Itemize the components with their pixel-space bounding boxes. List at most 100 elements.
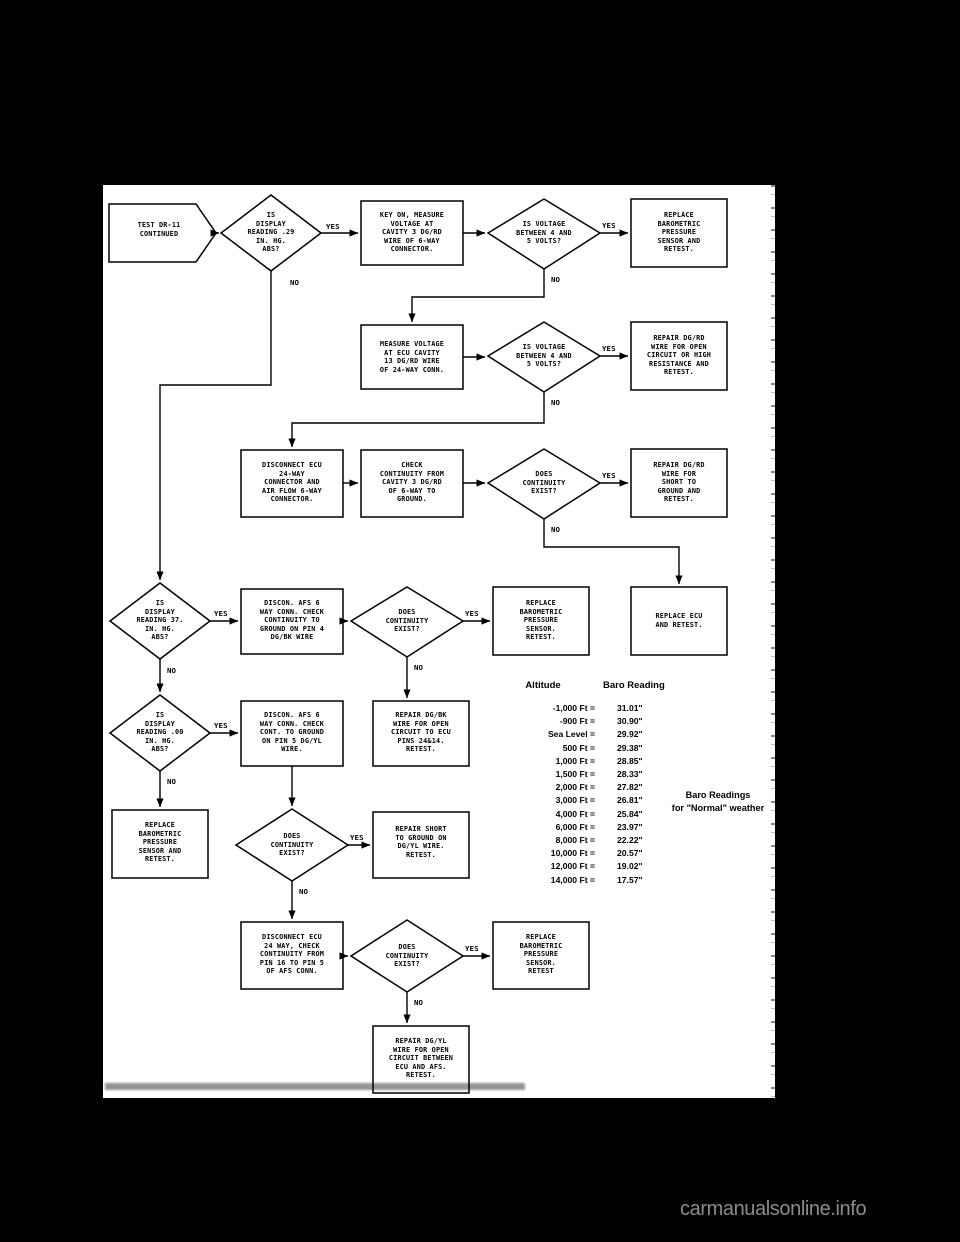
scanned-page: TEST DR-11 CONTINUED IS DISPLAY READING …	[103, 185, 775, 1098]
node-r9	[492, 921, 590, 990]
edge-label-no: NO	[414, 663, 424, 672]
edge-label-no: NO	[167, 777, 177, 786]
node-r2-label: REPAIR DG/RD WIRE FOR OPEN CIRCUIT OR HI…	[646, 333, 712, 377]
node-r5-label: REPLACE ECU AND RETEST.	[655, 611, 703, 629]
baro-table-row: 500 Ft = 29.38"	[491, 742, 741, 755]
node-p6	[240, 700, 344, 767]
flow-connectors	[156, 229, 683, 1024]
node-d4-label: DOES CONTINUITY EXIST?	[522, 469, 566, 496]
baro-table-row: 12,000 Ft = 19.02"	[491, 860, 741, 873]
baro-table-row: -900 Ft = 30.90"	[491, 715, 741, 728]
node-r3-label: REPAIR DG/RD WIRE FOR SHORT TO GROUND AN…	[653, 460, 705, 504]
edge-label-yes: YES	[602, 221, 616, 230]
edge-label-no: NO	[290, 278, 300, 287]
baro-cell-reading: 28.85"	[617, 755, 643, 766]
edge-label-no: NO	[551, 525, 561, 534]
baro-table-row: 6,000 Ft = 23.97"	[491, 821, 741, 834]
baro-header-reading: Baro Reading	[603, 680, 665, 691]
baro-cell-altitude: 500 Ft =	[562, 742, 595, 753]
node-r6	[372, 700, 470, 767]
baro-table-row: 1,000 Ft = 28.85"	[491, 755, 741, 768]
baro-table-body: -1,000 Ft =31.01"-900 Ft =30.90"Sea Leve…	[491, 702, 741, 887]
node-p3	[240, 449, 344, 518]
scan-artifact-right-edge	[771, 185, 775, 1098]
baro-cell-reading: 26.81"	[617, 795, 643, 806]
baro-cell-reading: 17.57"	[617, 874, 643, 885]
node-d5-label: IS DISPLAY READING 37. IN. HG. ABS?	[136, 598, 184, 642]
scan-artifact-bottom	[105, 1083, 525, 1090]
node-r4-label: REPLACE BAROMETRIC PRESSURE SENSOR. RETE…	[519, 598, 563, 642]
baro-note-line1: Baro Readings	[685, 790, 751, 800]
node-p2-label: MEASURE VOLTAGE AT ECU CAVITY 13 DG/RD W…	[379, 339, 445, 374]
baro-cell-reading: 29.38"	[617, 742, 643, 753]
baro-cell-reading: 27.82"	[617, 782, 643, 793]
baro-table-row: 8,000 Ft =22.22"	[491, 834, 741, 847]
baro-note: Baro Readings for "Normal" weather	[653, 789, 783, 814]
baro-cell-reading: 25.84"	[617, 808, 643, 819]
node-p4-label: CHECK CONTINUITY FROM CAVITY 3 DG/RD OF …	[379, 460, 445, 504]
baro-table-row: Sea Level =29.92"	[491, 728, 741, 741]
baro-cell-reading: 30.90"	[617, 716, 643, 727]
node-p6-label: DISCON. AFS 6 WAY CONN. CHECK CONT. TO G…	[259, 710, 325, 754]
edge-label-no: NO	[551, 398, 561, 407]
baro-cell-altitude: 3,000 Ft =	[555, 795, 595, 806]
baro-cell-altitude: 6,000 Ft =	[555, 821, 595, 832]
baro-header-altitude: Altitude	[525, 680, 561, 691]
node-start-label: TEST DR-11 CONTINUED	[137, 220, 181, 238]
baro-table-row: 1,500 Ft = 28.33"	[491, 768, 741, 781]
baro-cell-altitude: 1,000 Ft =	[555, 755, 595, 766]
node-d7-label: IS DISPLAY READING .00 IN. HG. ABS?	[136, 710, 184, 754]
baro-cell-altitude: 14,000 Ft =	[550, 874, 595, 885]
node-r6-label: REPAIR DG/BK WIRE FOR OPEN CIRCUIT TO EC…	[391, 710, 451, 754]
edge-label-yes: YES	[214, 609, 228, 618]
node-r10-label: REPAIR DG/YL WIRE FOR OPEN CIRCUIT BETWE…	[388, 1036, 454, 1080]
node-d8-label: DOES CONTINUITY EXIST?	[270, 831, 314, 858]
node-p7	[240, 921, 344, 990]
node-p4	[360, 449, 464, 518]
node-p7-label: DISCONNECT ECU 24 WAY, CHECK CONTINUITY …	[259, 932, 325, 976]
baro-cell-altitude: -1,000 Ft =	[552, 703, 595, 713]
baro-cell-reading: 20.57"	[617, 848, 643, 859]
edge-label-yes: YES	[465, 944, 479, 953]
baro-table-row: 4,000 Ft = 25.84"	[491, 808, 741, 821]
baro-cell-altitude: -900 Ft =	[559, 716, 595, 727]
node-r8-label: REPAIR SHORT TO GROUND ON DG/YL WIRE. RE…	[395, 824, 447, 859]
node-p1-label: KEY ON, MEASURE VOLTAGE AT CAVITY 3 DG/R…	[379, 210, 445, 254]
node-r8	[372, 811, 470, 879]
node-r7-label: REPLACE BAROMETRIC PRESSURE SENSOR AND R…	[138, 820, 182, 864]
node-p1	[360, 200, 464, 266]
baro-table-row: 14,000 Ft = 17.57"	[491, 874, 741, 887]
node-r1-label: REPLACE BAROMETRIC PRESSURE SENSOR AND R…	[657, 210, 701, 254]
baro-cell-altitude: 4,000 Ft =	[555, 808, 595, 819]
edge-label-yes: YES	[602, 344, 616, 353]
node-d6-label: DOES CONTINUITY EXIST?	[385, 607, 429, 634]
edge-label-yes: YES	[350, 833, 364, 842]
site-watermark: carmanualsonline.info	[680, 1198, 867, 1220]
baro-cell-reading: 22.22"	[617, 835, 643, 846]
baro-cell-reading: 23.97"	[617, 821, 643, 832]
baro-cell-reading: 31.01"	[617, 703, 643, 713]
node-d3-label: IS VOLTAGE BETWEEN 4 AND 5 VOLTS?	[516, 342, 572, 369]
node-p3-label: DISCONNECT ECU 24-WAY CONNECTOR AND AIR …	[262, 460, 322, 504]
node-r1	[630, 198, 728, 268]
node-r3	[630, 448, 728, 518]
node-d9-label: DOES CONTINUITY EXIST?	[385, 942, 429, 969]
node-start	[108, 203, 217, 263]
edge-label-no: NO	[551, 275, 561, 284]
baro-cell-altitude: 2,000 Ft =	[555, 782, 595, 793]
baro-table-row: -1,000 Ft = 31.01"	[491, 702, 741, 715]
baro-cell-reading: 28.33"	[617, 769, 643, 780]
baro-cell-reading: 19.02"	[617, 861, 643, 872]
baro-reading-table: Altitude Baro Reading -1,000 Ft =31.01"-…	[491, 680, 741, 887]
node-r4	[492, 586, 590, 656]
baro-cell-altitude: 12,000 Ft =	[550, 861, 595, 872]
baro-cell-altitude: 1,500 Ft =	[555, 769, 595, 780]
baro-table-row: 2,000 Ft = 27.82"	[491, 781, 741, 794]
edge-label-yes: YES	[326, 222, 340, 231]
node-p5-label: DISCON. AFS 6 WAY CONN. CHECK CONTINUITY…	[259, 598, 325, 642]
baro-table-row: 3,000 Ft = 26.81"	[491, 794, 741, 807]
node-r5	[630, 586, 728, 656]
node-r2	[630, 321, 728, 391]
diagnostic-flowchart	[108, 194, 728, 1094]
baro-cell-altitude: Sea Level =	[547, 729, 595, 740]
